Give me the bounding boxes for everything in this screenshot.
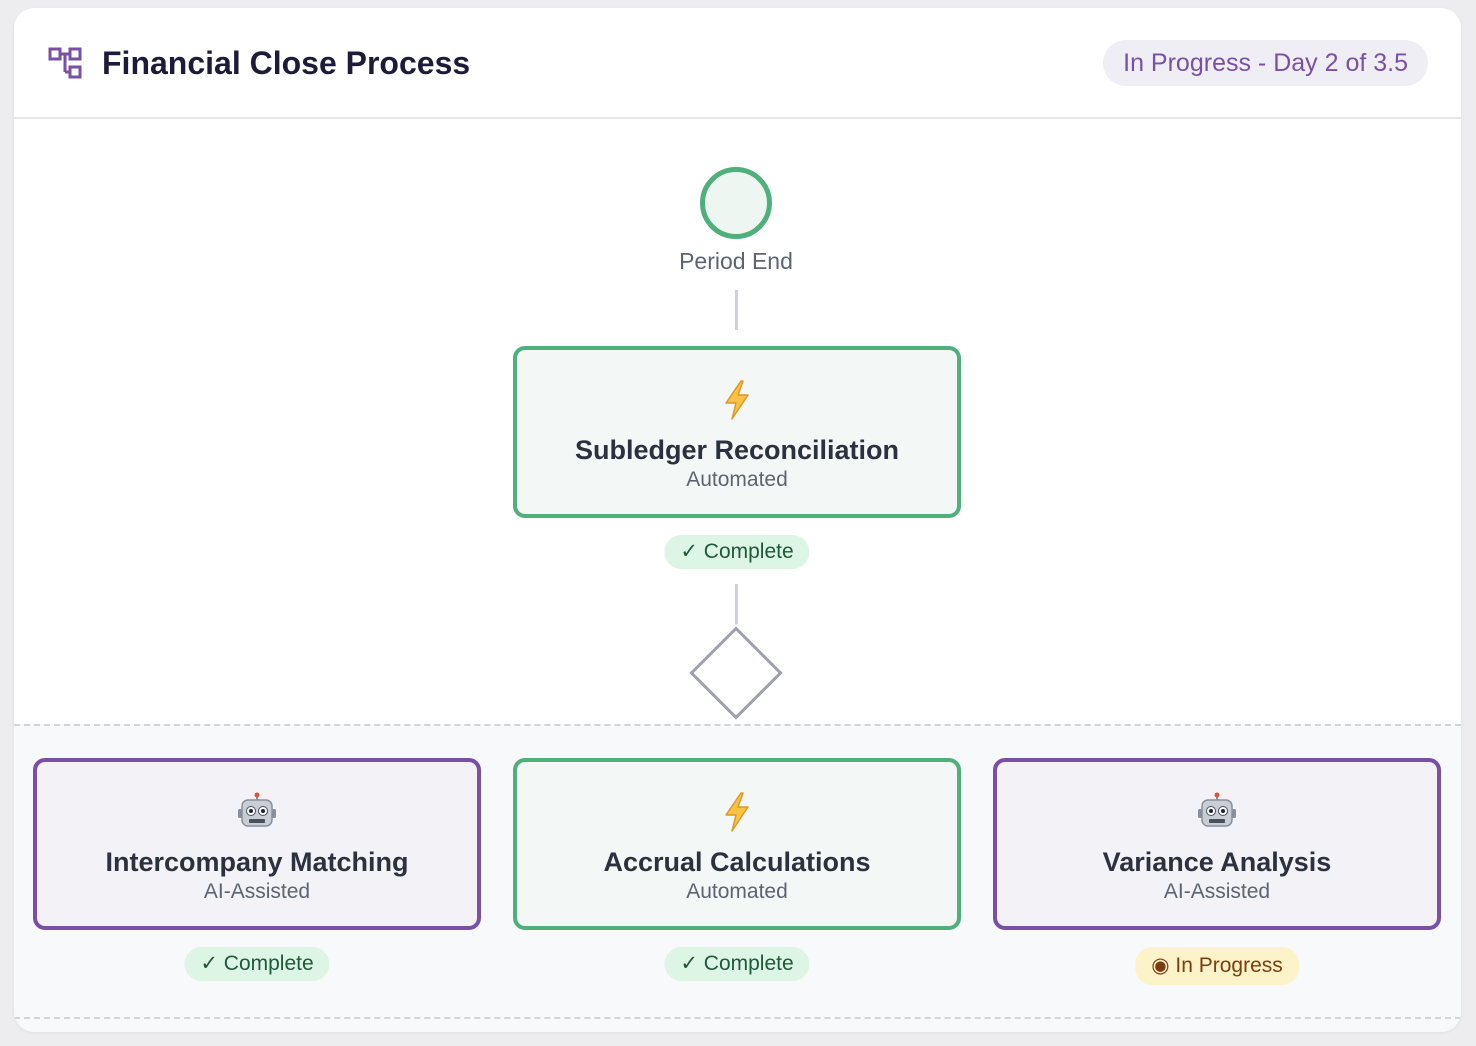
status-badge-variance: ◉ In Progress — [1135, 947, 1299, 985]
connector-start-to-subledger — [735, 290, 738, 330]
node-title: Variance Analysis — [1102, 847, 1332, 877]
robot-icon — [37, 792, 477, 834]
node-accrual-calculations[interactable]: Accrual Calculations Automated — [513, 758, 961, 930]
node-title: Accrual Calculations — [603, 847, 871, 877]
node-type: AI-Assisted — [1163, 880, 1271, 903]
lightning-icon — [517, 792, 957, 834]
process-card: Financial Close Process In Progress - Da… — [14, 8, 1461, 1032]
node-type: Automated — [686, 468, 788, 491]
page-title: Financial Close Process — [102, 45, 471, 81]
node-type: AI-Assisted — [203, 880, 311, 903]
status-badge-subledger: ✓ Complete — [664, 535, 810, 569]
flow-chart-icon — [48, 46, 84, 80]
node-subledger-reconciliation[interactable]: Subledger Reconciliation Automated — [513, 346, 961, 518]
progress-badge: In Progress - Day 2 of 3.5 — [1103, 40, 1428, 86]
start-event-circle[interactable] — [700, 167, 772, 239]
lightning-icon — [517, 380, 957, 422]
status-badge-accrual: ✓ Complete — [664, 947, 810, 981]
card-header: Financial Close Process In Progress - Da… — [14, 8, 1461, 119]
lane-bottom-divider — [14, 1017, 1461, 1019]
node-title: Subledger Reconciliation — [574, 435, 900, 465]
node-title: Intercompany Matching — [105, 847, 409, 877]
start-event-label: Period End — [679, 248, 793, 274]
connector-subledger-to-gateway — [735, 584, 738, 624]
robot-icon — [997, 792, 1437, 834]
parallel-gateway[interactable] — [689, 626, 783, 720]
status-badge-intercompany: ✓ Complete — [184, 947, 330, 981]
node-type: Automated — [686, 880, 788, 903]
node-variance-analysis[interactable]: Variance Analysis AI-Assisted — [993, 758, 1441, 930]
node-intercompany-matching[interactable]: Intercompany Matching AI-Assisted — [33, 758, 481, 930]
